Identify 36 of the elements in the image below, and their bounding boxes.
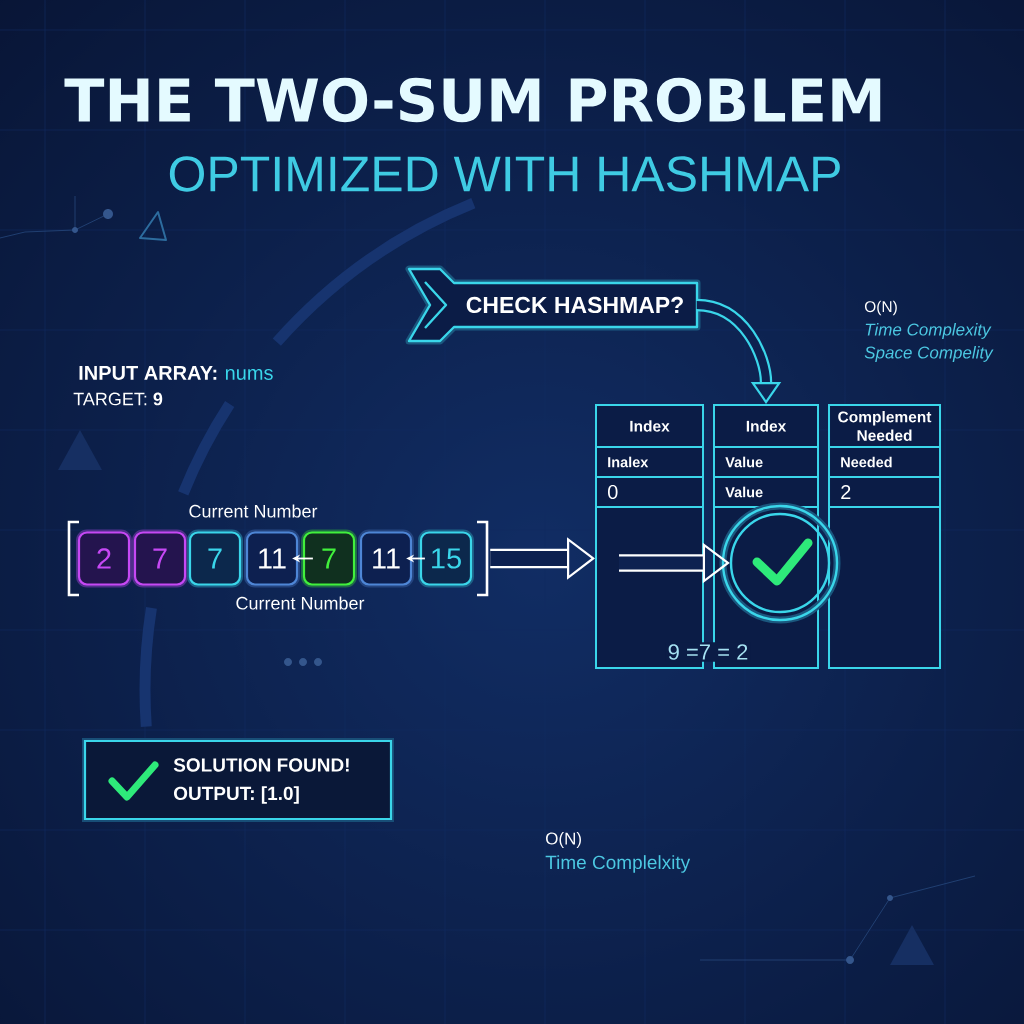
array-brackets bbox=[67, 520, 489, 597]
number-tile: 2 bbox=[76, 529, 132, 588]
number-tile: 7 bbox=[187, 529, 243, 588]
complexity-label: O(N) bbox=[546, 832, 581, 848]
pointer-label: Current Number bbox=[189, 504, 318, 518]
subtitle: OPTIMIZED WITH HASHMAP bbox=[169, 156, 840, 192]
table-entry: 0 bbox=[608, 484, 618, 500]
complexity-note: Time Complexity bbox=[865, 323, 992, 339]
complexity-label: O(N) bbox=[864, 300, 897, 316]
pointer-label: Current Number bbox=[236, 596, 365, 610]
target-label: TARGET: 9 bbox=[73, 392, 163, 406]
number-tile: 11 bbox=[244, 529, 300, 588]
number-tile: 15 bbox=[418, 529, 474, 588]
result-output: OUTPUT: [1.0] bbox=[174, 786, 299, 804]
variable-name: nums bbox=[225, 369, 273, 380]
equation: 9 =7 = 2 bbox=[665, 642, 751, 662]
result-heading: SOLUTION FOUND! bbox=[173, 758, 349, 772]
table-entry: Needed bbox=[841, 456, 892, 468]
complexity-note: Space Compelity bbox=[864, 346, 994, 362]
table-entry: Value bbox=[725, 486, 763, 498]
column-header: Index bbox=[630, 420, 670, 432]
table-entry: Inalex bbox=[608, 456, 649, 468]
result-box bbox=[82, 738, 394, 822]
table-entry: 2 bbox=[841, 485, 851, 499]
column-header: Index bbox=[746, 420, 787, 432]
banner: CHECK HASHMAP? bbox=[405, 265, 701, 345]
curved-arrow bbox=[696, 298, 782, 404]
number-tile: 7 bbox=[301, 529, 357, 588]
column-header: Complement Needed bbox=[838, 411, 932, 441]
number-tile: 11 bbox=[358, 529, 414, 588]
table-column bbox=[828, 404, 941, 669]
array-label: INPUT ARRAY: bbox=[79, 366, 217, 380]
table-entry: Value bbox=[725, 456, 763, 468]
title: THE TWO-SUM PROBLEM bbox=[64, 77, 881, 123]
number-tile: 7 bbox=[132, 529, 188, 588]
complexity-note: Time Complelxity bbox=[545, 855, 691, 873]
